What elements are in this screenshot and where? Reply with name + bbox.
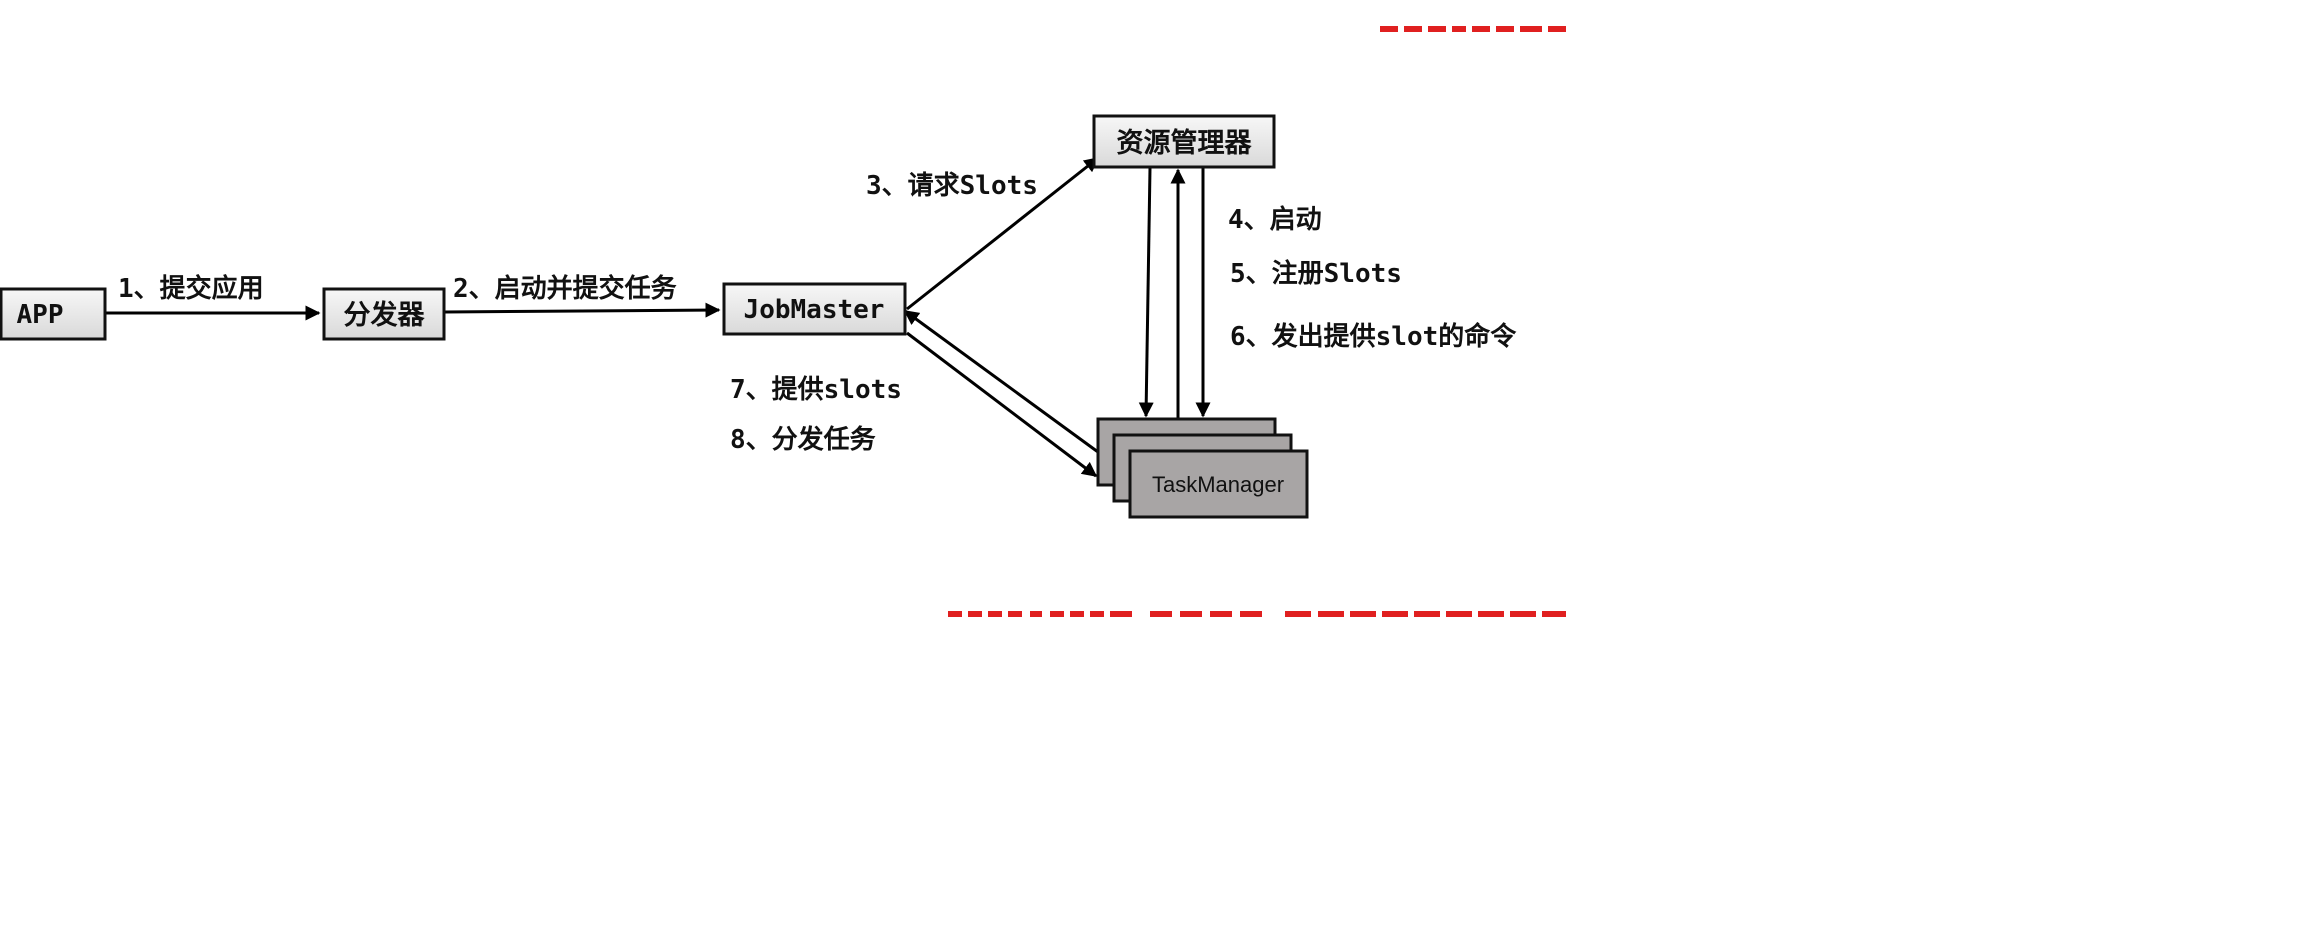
arrow-dispatcher-to-jobmaster (444, 302, 721, 318)
node-app-label: APP (17, 300, 64, 330)
edge-label-3: 3、请求Slots (866, 171, 1038, 201)
edge-label-4: 4、启动 (1228, 204, 1322, 235)
edge-label-6: 6、发出提供slot的命令 (1230, 321, 1517, 352)
arrow-jobmaster-to-taskmanager (906, 331, 1098, 478)
arrow-jobmaster-to-resource-manager (906, 156, 1100, 311)
edge-label-8: 8、分发任务 (730, 424, 876, 455)
arrow-taskmanager-to-jobmaster (903, 309, 1099, 454)
node-jobmaster-label: JobMaster (744, 295, 885, 325)
node-dispatcher-label: 分发器 (344, 299, 426, 331)
arrows (106, 156, 1211, 478)
node-resource-manager-label: 资源管理器 (1117, 128, 1253, 159)
node-taskmanager-label: TaskManager (1152, 472, 1284, 497)
node-jobmaster: JobMaster (722, 282, 907, 336)
edge-label-5: 5、注册Slots (1230, 258, 1402, 289)
node-app: APP (0, 287, 107, 341)
node-dispatcher: 分发器 (322, 287, 446, 341)
edge-label-7: 7、提供slots (730, 375, 902, 405)
edge-label-1: 1、提交应用 (118, 273, 264, 304)
node-resource-manager: 资源管理器 (1092, 114, 1276, 169)
node-taskmanager-stack: TaskManager (1096, 417, 1309, 519)
edge-labels: 1、提交应用 2、启动并提交任务 3、请求Slots 4、启动 5、注册Slot… (118, 171, 1517, 455)
edge-label-2: 2、启动并提交任务 (453, 273, 677, 304)
flink-job-submission-diagram: APP 分发器 JobMaster 资源管理器 TaskManager 1、提交… (0, 0, 1568, 617)
arrow-resource-manager-to-taskmanager (1138, 167, 1154, 418)
taskmanager-front-box (1128, 449, 1309, 519)
watermark-top-right (1378, 0, 1568, 34)
watermark-bottom-right (948, 611, 1566, 617)
